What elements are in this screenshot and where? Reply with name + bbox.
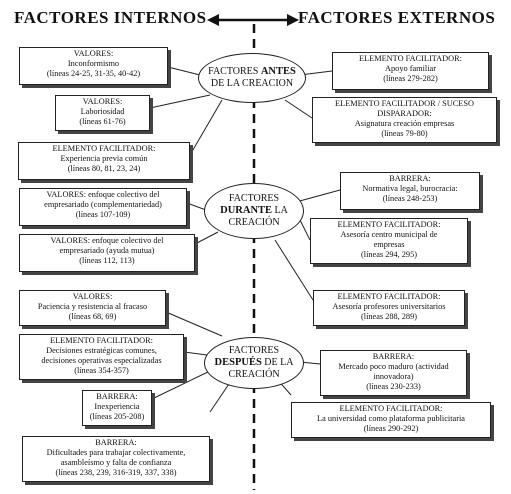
connectors-antes: [149, 66, 333, 156]
box-lines-ref: (líneas 80, 81, 23, 24): [67, 164, 141, 173]
box-heading: VALORES: enfoque colectivo del: [46, 190, 160, 199]
header-arrow-right-head: [287, 14, 299, 26]
box-text: Asesoría centro municipal de: [340, 230, 438, 239]
oval-factores-antes: FACTORES ANTES DE LA CREACION: [198, 53, 306, 103]
box-heading: ELEMENTO FACILITADOR:: [337, 292, 441, 301]
box-text-cont: decisiones operativas especializadas: [41, 356, 162, 365]
box-heading: ELEMENTO FACILITADOR:: [50, 336, 153, 345]
oval-antes-line2: DE LA CREACION: [210, 78, 294, 89]
box-text: Asignatura creación empresas: [354, 119, 455, 128]
box-lines-ref: (líneas 205-208): [89, 412, 145, 421]
box-barrera-inexperiencia: BARRERA: Inexperiencia (líneas 205-208): [82, 390, 152, 426]
header-left-title: FACTORES INTERNOS: [14, 8, 207, 27]
box-valores-laboriosidad: VALORES: Laboriosidad (líneas 61-76): [55, 95, 150, 131]
oval-despues-keyword: DESPUÉS: [214, 357, 262, 368]
oval-durante-suffix: LA: [272, 205, 288, 216]
box-valores-ayuda-mutua: VALORES: enfoque colectivo del empresari…: [19, 234, 195, 272]
box-text: Mercado poco maduro (actividad: [338, 362, 449, 371]
box-heading: ELEMENTO FACILITADOR:: [339, 404, 443, 413]
box-lines-ref: (líneas 112, 113): [79, 256, 135, 265]
oval-factores-despues: FACTORES DESPUÉS DE LA CREACIÓN: [204, 337, 304, 389]
oval-durante-keyword: DURANTE: [220, 205, 273, 216]
box-heading: VALORES: enfoque colectivo del: [50, 236, 164, 245]
box-facilitador-profesores: ELEMENTO FACILITADOR: Asesoría profesore…: [313, 290, 465, 326]
box-heading: ELEMENTO FACILITADOR:: [52, 144, 156, 153]
box-facilitador-centro-municipal: ELEMENTO FACILITADOR: Asesoría centro mu…: [310, 218, 468, 264]
box-heading: ELEMENTO FACILITADOR:: [337, 220, 441, 229]
box-lines-ref: (líneas 288, 289): [361, 312, 417, 321]
oval-antes-keyword: ANTES: [260, 66, 296, 77]
box-lines-ref: (líneas 279-282): [383, 74, 438, 83]
box-text: Dificultades para trabajar colectivament…: [46, 448, 186, 457]
box-barrera-normativa: BARRERA: Normativa legal, burocracia: (l…: [340, 172, 480, 210]
box-heading: BARRERA:: [96, 392, 138, 401]
box-valores-paciencia: VALORES: Paciencia y resistencia al frac…: [19, 290, 166, 326]
box-lines-ref: (líneas 24-25, 31-35, 40-42): [46, 69, 141, 78]
box-text: Laboriosidad: [80, 107, 125, 116]
box-heading: ELEMENTO FACILITADOR:: [359, 54, 462, 63]
connectors-durante: [186, 189, 341, 301]
box-text: empresariado (ayuda mutua): [59, 246, 155, 255]
box-heading: BARRERA:: [372, 352, 415, 361]
box-facilitador-apoyo-familiar: ELEMENTO FACILITADOR: Apoyo familiar (lí…: [332, 52, 489, 90]
box-facilitador-asignatura: ELEMENTO FACILITADOR / SUCESO DISPARADOR…: [312, 97, 497, 143]
header-arrow-left-head: [207, 14, 219, 26]
box-text-cont: innovadora): [373, 372, 414, 381]
oval-durante-prefix: FACTORES: [228, 193, 280, 204]
box-valores-inconformismo: VALORES: Inconformismo (líneas 24-25, 31…: [19, 47, 168, 85]
box-text: empresariado (complementariedad): [44, 200, 162, 209]
box-text-cont: asambleísmo y falta de confianza: [60, 458, 172, 467]
box-text: Decisiones estratégicas comunes,: [46, 346, 157, 355]
box-lines-ref: (líneas 238, 239, 316-319, 337, 338): [55, 468, 177, 477]
box-lines-ref: (líneas 61-76): [79, 117, 126, 126]
box-heading: ELEMENTO FACILITADOR / SUCESO: [335, 99, 474, 108]
box-text: Asesoría profesores universitarios: [332, 302, 446, 311]
oval-despues-line2: CREACIÓN: [228, 369, 280, 380]
box-heading: VALORES:: [82, 97, 123, 106]
box-lines-ref: (líneas 354-357): [74, 366, 129, 375]
box-lines-ref: (líneas 248-253): [382, 194, 438, 203]
box-heading: VALORES:: [72, 292, 113, 301]
box-lines-ref: (líneas 107-109): [75, 210, 131, 219]
box-text: La universidad como plataforma publicita…: [317, 414, 465, 423]
box-heading: BARRERA:: [389, 174, 431, 183]
box-lines-ref: (líneas 230-233): [366, 382, 421, 391]
oval-despues-prefix: FACTORES: [228, 345, 280, 356]
box-lines-ref: (líneas 290-292): [363, 424, 419, 433]
box-valores-complementariedad: VALORES: enfoque colectivo del empresari…: [19, 188, 187, 226]
box-heading: VALORES:: [73, 49, 114, 58]
oval-factores-durante: FACTORES DURANTE LA CREACIÓN: [204, 183, 304, 239]
box-text: Inexperiencia: [94, 402, 140, 411]
oval-despues-suffix: DE LA: [261, 357, 294, 368]
box-heading-cont: DISPARADOR:: [377, 109, 432, 118]
box-text-cont: empresas: [373, 240, 405, 249]
box-facilitador-decisiones: ELEMENTO FACILITADOR: Decisiones estraté…: [19, 334, 184, 380]
oval-durante-line2: CREACIÓN: [228, 217, 280, 228]
box-lines-ref: (líneas 79-80): [381, 129, 428, 138]
box-heading: BARRERA:: [95, 438, 137, 447]
box-text: Normativa legal, burocracia:: [362, 184, 458, 193]
box-text: Paciencia y resistencia al fracaso: [37, 302, 148, 311]
box-text: Apoyo familiar: [385, 64, 436, 73]
box-facilitador-experiencia: ELEMENTO FACILITADOR: Experiencia previa…: [18, 142, 190, 180]
box-barrera-mercado: BARRERA: Mercado poco maduro (actividad …: [320, 350, 467, 396]
box-lines-ref: (líneas 294, 295): [361, 250, 417, 259]
box-barrera-dificultades: BARRERA: Dificultades para trabajar cole…: [22, 436, 210, 482]
box-lines-ref: (líneas 68, 69): [68, 312, 117, 321]
oval-antes-prefix: FACTORES: [208, 66, 261, 77]
box-facilitador-universidad: ELEMENTO FACILITADOR: La universidad com…: [291, 402, 491, 438]
box-text: Inconformismo: [67, 59, 120, 68]
box-text: Experiencia previa común: [60, 154, 148, 163]
header-right-title: FACTORES EXTERNOS: [298, 8, 496, 27]
